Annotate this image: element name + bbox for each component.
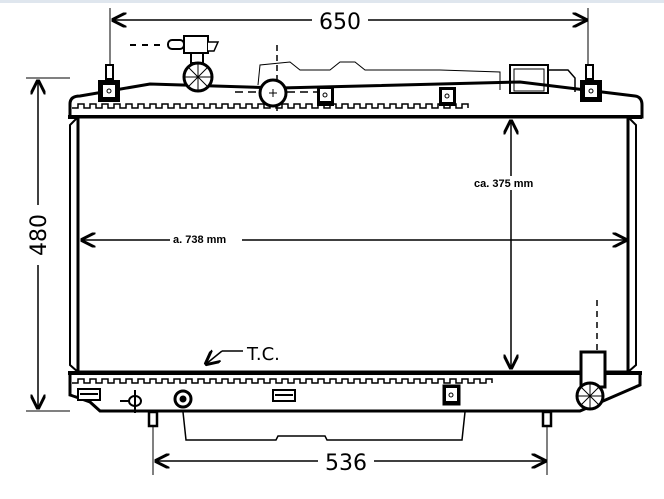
top-bracket-mid1 [317, 86, 334, 106]
top-mount-right [580, 64, 602, 102]
outlet-pipe [575, 300, 607, 411]
top-mount-left [98, 64, 120, 102]
dimension-650: 650 [109, 8, 589, 68]
core-height-label: ca. 375 mm [474, 178, 534, 190]
radiator-core [69, 115, 637, 374]
bottom-tank [68, 371, 642, 441]
dimension-core-width: a. 738 mm [82, 232, 626, 246]
dimension-core-height: ca. 375 mm [470, 121, 550, 368]
dimension-536-label: 536 [325, 451, 367, 476]
tc-callout: T.C. [206, 344, 280, 365]
top-tank [68, 61, 644, 119]
top-bracket-mid2 [439, 87, 456, 106]
dimension-536: 536 [152, 426, 548, 476]
tc-label: T.C. [246, 344, 280, 365]
inlet-pipe [235, 45, 320, 140]
filler-neck [130, 35, 220, 93]
dimension-650-label: 650 [319, 10, 361, 35]
dimension-480-label: 480 [27, 214, 52, 256]
dimension-480: 480 [26, 77, 70, 412]
core-width-label: a. 738 mm [173, 234, 226, 246]
top-border [0, 0, 664, 3]
